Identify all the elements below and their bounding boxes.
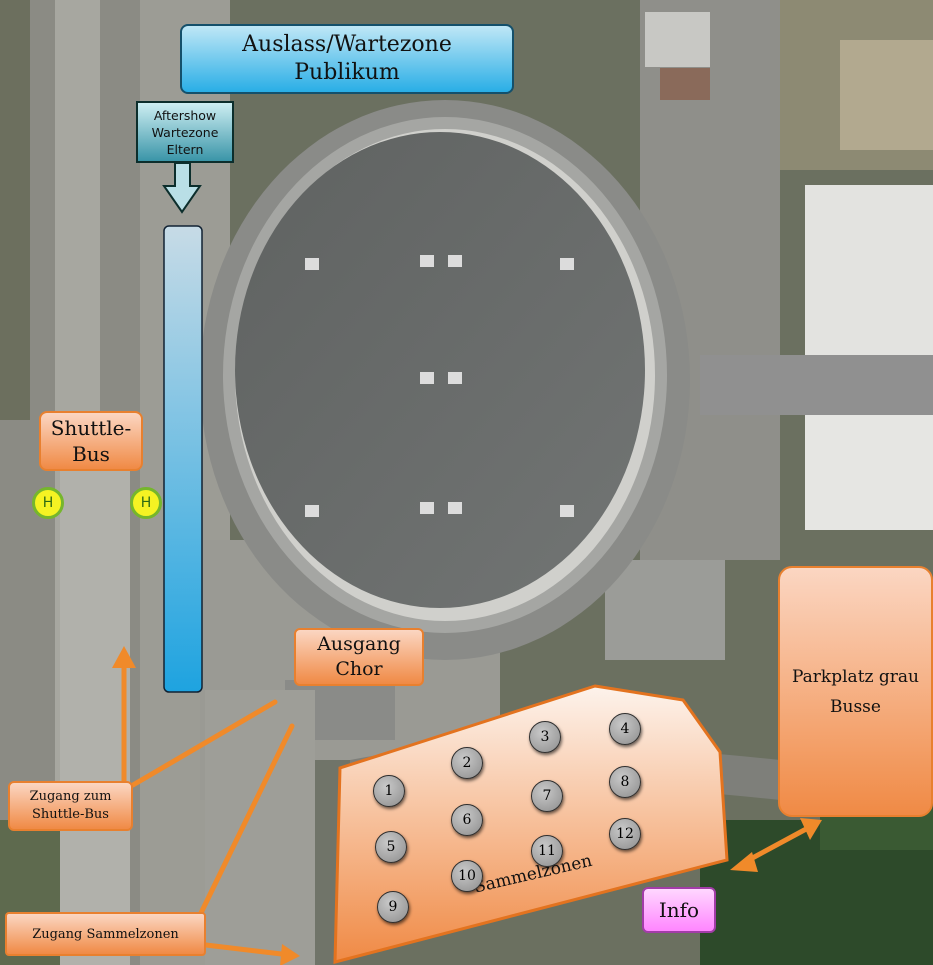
access-shuttle-line-1: Zugang zum	[29, 789, 112, 804]
access-zones-text: Zugang Sammelzonen	[32, 926, 179, 942]
aftershow-line-3: Eltern	[166, 141, 204, 157]
parking-grey-bus-label: Parkplatz grau Busse	[778, 566, 933, 817]
shuttle-bus-label: Shuttle- Bus	[39, 411, 143, 471]
zone-marker-10: 10	[451, 860, 483, 892]
shuttle-line-2: Bus	[72, 442, 110, 466]
shuttle-line-1: Shuttle-	[50, 416, 132, 440]
arrow-info-parking	[742, 825, 811, 865]
banner-line-1: Auslass/Wartezone	[242, 32, 452, 57]
zone-marker-6: 6	[451, 804, 483, 836]
zone-marker-8: 8	[609, 766, 641, 798]
access-shuttle-line-2: Shuttle-Bus	[32, 807, 109, 822]
info-text: Info	[658, 898, 700, 922]
zone-marker-1: 1	[373, 775, 405, 807]
zone-marker-5: 5	[375, 831, 407, 863]
banner-line-2: Publikum	[294, 60, 400, 85]
exit-line-2: Chor	[335, 658, 383, 680]
assembly-zones-area	[333, 684, 729, 964]
bus-stop-right-icon: H	[130, 487, 162, 519]
arrow-zones-bottom	[203, 942, 293, 958]
parking-line-2: Busse	[830, 696, 881, 717]
choir-exit-label: Ausgang Chor	[294, 628, 424, 686]
aftershow-down-arrow	[162, 162, 202, 214]
aftershow-parent-waiting-label: Aftershow Wartezone Eltern	[136, 101, 234, 163]
zone-marker-12: 12	[609, 818, 641, 850]
zone-marker-2: 2	[451, 747, 483, 779]
zone-marker-7: 7	[531, 780, 563, 812]
zone-marker-4: 4	[609, 713, 641, 745]
info-point-label: Info	[642, 887, 716, 933]
zone-marker-3: 3	[529, 721, 561, 753]
audience-exit-waiting-zone-label: Auslass/Wartezone Publikum	[180, 24, 514, 94]
bus-stop-left-icon: H	[32, 487, 64, 519]
aftershow-line-1: Aftershow	[153, 107, 217, 123]
arrow-zones-diagonal	[197, 723, 295, 918]
shuttle-access-label: Zugang zum Shuttle-Bus	[8, 781, 133, 831]
zone-marker-11: 11	[531, 835, 563, 867]
parking-line-1: Parkplatz grau	[792, 666, 919, 687]
exit-line-1: Ausgang	[317, 633, 401, 655]
zone-marker-9: 9	[377, 891, 409, 923]
aftershow-line-2: Wartezone	[151, 124, 219, 140]
parent-waiting-zone-bar	[163, 225, 203, 693]
arrow-shuttle-diagonal	[130, 699, 278, 788]
assembly-access-label: Zugang Sammelzonen	[5, 912, 206, 956]
